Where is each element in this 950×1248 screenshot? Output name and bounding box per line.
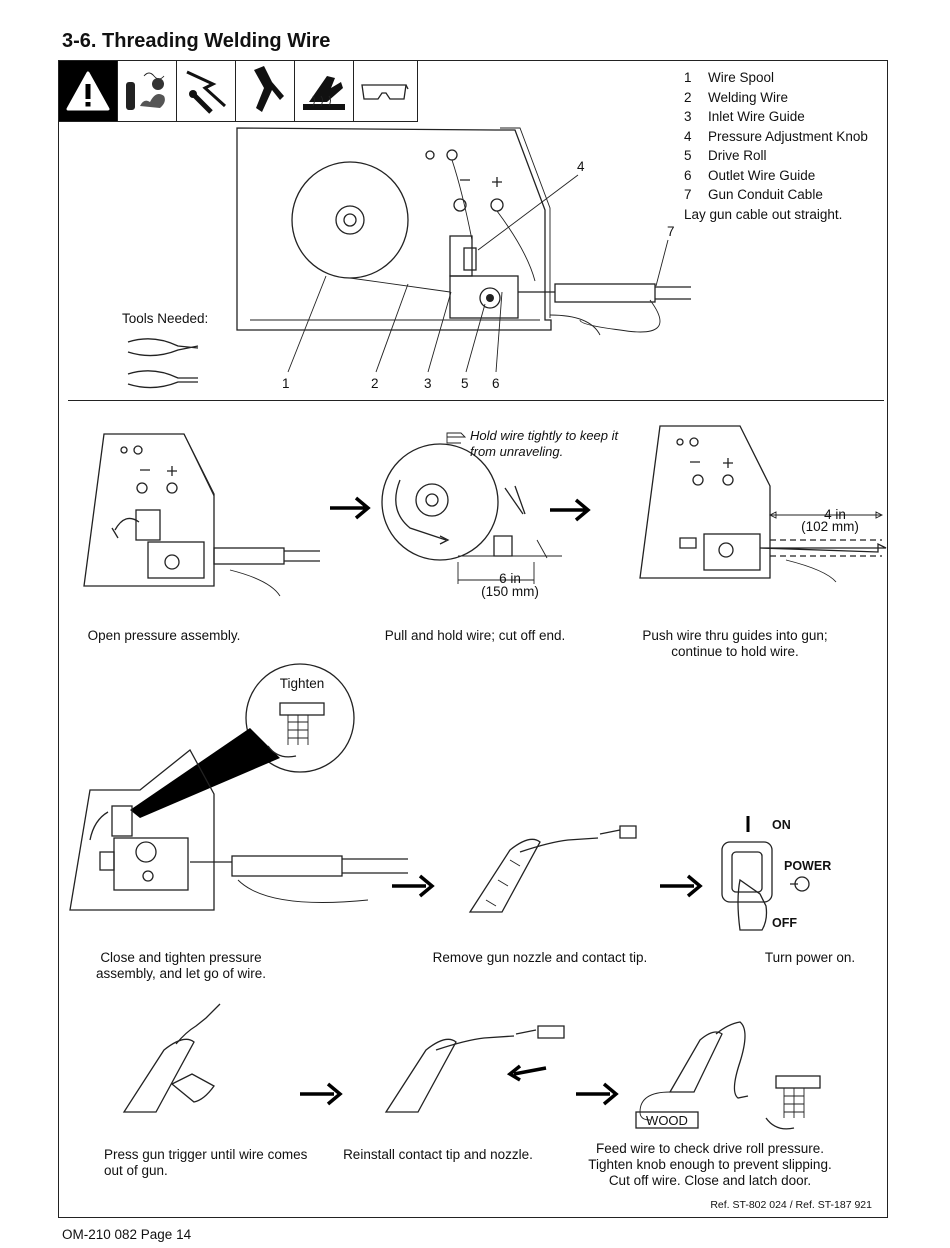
safety-glasses-icon — [354, 61, 413, 121]
step-open-caption: Open pressure assembly. — [87, 628, 241, 643]
dim-150-mm: (150 mm) — [481, 584, 539, 599]
hot-parts-icon — [295, 61, 354, 121]
step-remove-caption: Remove gun nozzle and contact tip. — [432, 950, 648, 965]
wood-label: WOOD — [646, 1113, 688, 1128]
callout-4: 4 — [577, 159, 585, 174]
step-close-caption: Close and tighten pressure assembly, and… — [95, 950, 267, 981]
tools-needed-label: Tools Needed: — [122, 311, 209, 326]
step-feed-caption: Feed wire to check drive roll pressure. … — [588, 1141, 832, 1188]
step-press-caption: Press gun trigger until wire comes out o… — [104, 1147, 308, 1178]
dim-4-in: 4 in — [824, 507, 846, 522]
hold-wire-hint: Hold wire tightly to keep it from unrave… — [470, 428, 619, 459]
warning-triangle-icon — [59, 61, 118, 121]
step-reinstall-caption: Reinstall contact tip and nozzle. — [343, 1147, 533, 1162]
hand-pinch-icon — [236, 61, 295, 121]
callout-5: 5 — [461, 376, 469, 391]
section-divider — [68, 400, 884, 401]
callout-1: 1 — [282, 376, 290, 391]
safety-symbols-strip — [59, 61, 418, 122]
section-title: 3-6. Threading Welding Wire — [62, 30, 331, 52]
callout-7: 7 — [667, 224, 675, 239]
callout-3: 3 — [424, 376, 432, 391]
switch-power-label: POWER — [784, 859, 832, 873]
dim-102-mm: (102 mm) — [801, 519, 859, 534]
switch-off-label: OFF — [772, 916, 797, 930]
switch-on-label: ON — [772, 818, 791, 832]
figure-frame — [58, 60, 888, 1218]
welder-interior-diagram — [127, 127, 691, 389]
electric-shock-icon — [177, 61, 236, 121]
reference-number: Ref. ST-802 024 / Ref. ST-187 921 — [710, 1199, 872, 1211]
fumes-gas-cylinder-icon — [118, 61, 177, 121]
callout-2: 2 — [371, 376, 379, 391]
callout-6: 6 — [492, 376, 500, 391]
step-power-caption: Turn power on. — [764, 950, 856, 965]
legend-note: Lay gun cable out straight. — [684, 206, 843, 222]
step-pull-caption: Pull and hold wire; cut off end. — [384, 628, 566, 643]
step-push-caption: Push wire thru guides into gun; continue… — [642, 628, 828, 659]
tighten-label: Tighten — [279, 676, 325, 691]
dim-6-in: 6 in — [499, 571, 521, 586]
page-footer: OM-210 082 Page 14 — [62, 1227, 192, 1242]
